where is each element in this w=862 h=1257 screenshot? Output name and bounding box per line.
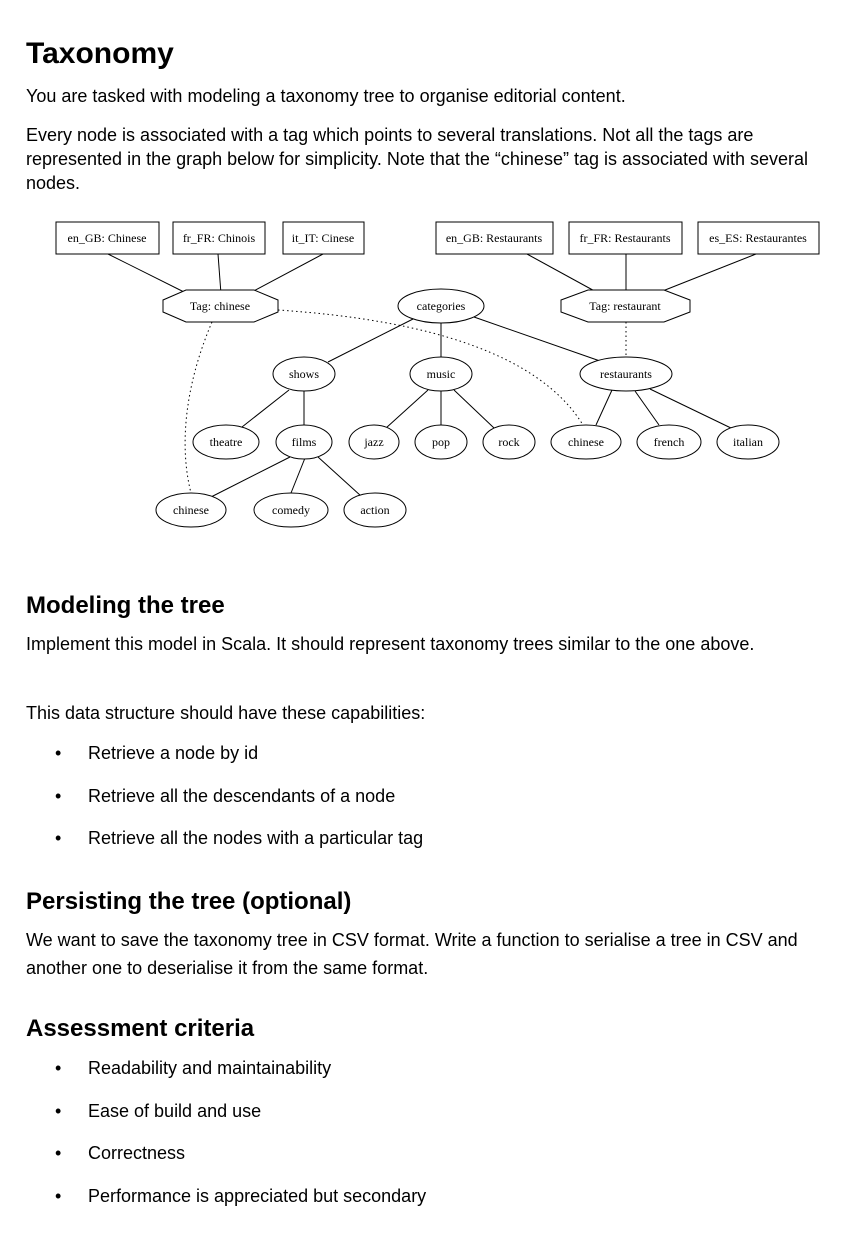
translation-label: es_ES: Restaurantes (709, 231, 807, 245)
node-label: action (360, 503, 389, 517)
tag-label: Tag: restaurant (589, 299, 661, 313)
list-item-text: Readability and maintainability (88, 1058, 332, 1078)
list-item-text: Performance is appreciated but secondary (88, 1185, 427, 1206)
translation-box (172, 221, 266, 255)
heading-modeling: Modeling the tree (26, 592, 225, 619)
heading-assessment: Assessment criteria (26, 1015, 255, 1042)
tag-node-chinese (162, 289, 279, 323)
node-chinese-restaurant (550, 424, 622, 460)
tree-edges (210, 316, 734, 498)
translation-label: fr_FR: Chinois (183, 231, 256, 245)
node-label: comedy (272, 503, 310, 517)
translation-box (282, 221, 365, 255)
bullet: • (55, 743, 62, 763)
tree-nodes (155, 288, 780, 528)
tag-node-restaurant (560, 289, 691, 323)
node-films (275, 424, 333, 460)
node-label: restaurants (600, 367, 652, 381)
taxonomy-description: Every node is associated with a tag whic… (26, 125, 809, 193)
translation-label: en_GB: Chinese (68, 231, 147, 245)
node-italian (716, 424, 780, 460)
translation-box (568, 221, 683, 255)
node-jazz (348, 424, 400, 460)
node-comedy (253, 492, 329, 528)
bullet: • (55, 1185, 62, 1206)
bullet: • (55, 828, 62, 848)
translation-box (697, 221, 820, 255)
node-label: chinese (568, 435, 604, 449)
node-action (343, 492, 407, 528)
node-label: french (654, 435, 685, 449)
node-label: films (292, 435, 317, 449)
node-label: italian (733, 435, 763, 449)
heading-taxonomy: Taxonomy (26, 37, 174, 70)
translation-box (435, 221, 554, 255)
bullet: • (55, 1058, 62, 1078)
persisting-description: We want to save the taxonomy tree in CSV… (26, 930, 798, 978)
bullet: • (55, 1143, 62, 1163)
tag-labels: Tag: chinese Tag: restaurant (190, 299, 661, 313)
node-theatre (192, 424, 260, 460)
node-label: pop (432, 435, 450, 449)
taxonomy-diagram: en_GB: Chinese fr_FR: Chinois it_IT: Cin… (55, 221, 820, 528)
node-label: jazz (363, 435, 383, 449)
bullet: • (55, 1100, 62, 1121)
list-item-text: Ease of build and use (88, 1100, 262, 1121)
translation-label: en_GB: Restaurants (446, 231, 543, 245)
tag-label: Tag: chinese (190, 299, 250, 313)
node-rock (482, 424, 536, 460)
translation-box (55, 221, 160, 255)
heading-persisting: Persisting the tree (optional) (26, 888, 352, 915)
node-label: rock (498, 435, 519, 449)
bullet: • (55, 785, 62, 806)
list-item-text: Retrieve all the nodes with a particular… (88, 828, 424, 848)
node-french (636, 424, 702, 460)
list-item-text: Retrieve a node by id (88, 743, 259, 763)
node-restaurants (579, 356, 673, 392)
tree-node-labels: categories shows music restaurants theat… (173, 299, 763, 517)
translation-label: fr_FR: Restaurants (580, 231, 671, 245)
translation-boxes (55, 221, 820, 255)
node-label: theatre (210, 435, 243, 449)
translation-label: it_IT: Cinese (292, 231, 354, 245)
modeling-intro: Implement this model in Scala. It should… (26, 634, 755, 654)
node-shows (272, 356, 336, 392)
modeling-capabilities: This data structure should have these ca… (26, 703, 426, 723)
translation-edges (107, 253, 757, 295)
node-label: chinese (173, 503, 209, 517)
node-categories (397, 288, 485, 324)
node-music (409, 356, 473, 392)
tag-reference-edges (184, 309, 627, 494)
list-item-text: Retrieve all the descendants of a node (88, 785, 396, 806)
taxonomy-intro: You are tasked with modeling a taxonomy … (26, 86, 626, 106)
node-chinese-film (155, 492, 227, 528)
node-label: music (427, 367, 456, 381)
node-label: categories (417, 299, 466, 313)
tag-nodes (162, 289, 691, 323)
node-pop (414, 424, 468, 460)
list-item-text: Correctness (88, 1143, 186, 1163)
translation-labels: en_GB: Chinese fr_FR: Chinois it_IT: Cin… (68, 231, 808, 245)
node-label: shows (289, 367, 319, 381)
